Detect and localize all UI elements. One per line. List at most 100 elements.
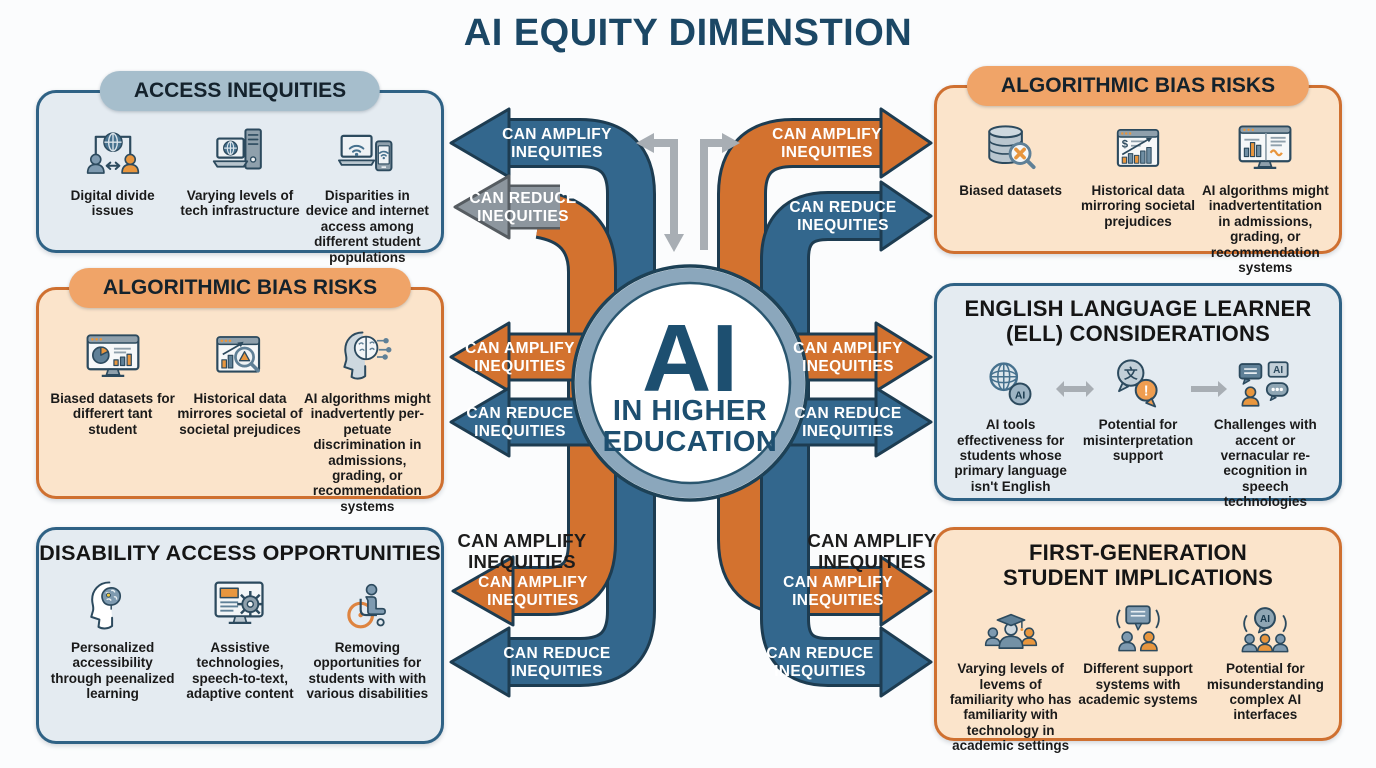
item-label: AI algorithms might inadvertently per-pe…	[303, 391, 431, 514]
box-title-line2: (ELL) CONSIDERATIONS	[1006, 320, 1270, 346]
floating-amplify-label: INEQUITIES	[818, 551, 926, 572]
translate-glyph: 文	[1124, 366, 1138, 382]
list-item: Varying levels of tech infrastructure	[176, 119, 303, 265]
box-ell-considerations: ENGLISH LANGUAGE LEARNER (ELL) CONSIDERA…	[934, 283, 1342, 509]
digital-divide-icon	[86, 132, 139, 174]
ai-glyph: AI	[1015, 391, 1026, 402]
box-disability-access-opportunities: DISABILITY ACCESS OPPORTUNITIES Personal…	[36, 527, 444, 744]
list-item: Personalized accessibility through peena…	[49, 571, 176, 702]
biased-data-monitor-icon	[86, 334, 140, 377]
center-circle: AI IN HIGHER EDUCATION	[571, 264, 809, 502]
list-item: $ Historical data mirroring societal pre…	[1074, 114, 1201, 275]
center-label-line2: IN HIGHER	[613, 395, 767, 427]
alert-glyph: !	[1144, 384, 1149, 400]
box-first-generation-implications: FIRST-GENERATION STUDENT IMPLICATIONS Va…	[934, 527, 1342, 753]
bidirectional-arrow-icon	[1055, 378, 1095, 405]
arrow-label: INEQUITIES	[781, 144, 873, 161]
item-label: Historical data mirrores societal of soc…	[177, 391, 303, 437]
historical-data-magnifier-icon	[216, 336, 261, 373]
box-title: DISABILITY ACCESS OPPORTUNITIES	[39, 541, 441, 565]
item-label: Personalized accessibility through peena…	[50, 640, 175, 702]
box-title: ENGLISH LANGUAGE LEARNER (ELL) CONSIDERA…	[937, 296, 1339, 346]
arrow-label: INEQUITIES	[802, 423, 894, 440]
right-arrow-icon	[1189, 378, 1229, 405]
dollar-chart-icon: $	[1116, 128, 1160, 167]
list-item: Biased datasets for differert tant stude…	[49, 322, 176, 514]
box-title: ALGORITHMIC BIAS RISKS	[102, 276, 378, 299]
arrow-label: CAN AMPLIFY	[783, 574, 893, 591]
item-label: AI algorithms might inadvertentitation i…	[1201, 183, 1329, 275]
arrow-pipe-left-orange	[451, 189, 617, 627]
list-item: Digital divide issues	[49, 119, 176, 265]
list-item: AI AI tools effectiveness for students w…	[947, 348, 1074, 509]
box-title-pill: ALGORITHMIC BIAS RISKS	[68, 268, 412, 308]
dollar-glyph: $	[1122, 139, 1129, 151]
floating-amplify-label: CAN AMPLIFY	[807, 530, 936, 551]
algorithm-monitor-icon	[1238, 125, 1292, 169]
box-access-inequities: ACCESS INEQUITIES Digital divide issues	[36, 71, 444, 265]
arrow-label: INEQUITIES	[802, 358, 894, 375]
arrow-label: INEQUITIES	[774, 663, 866, 680]
arrow-label: CAN REDUCE	[469, 190, 576, 207]
item-label: Digital divide issues	[70, 188, 155, 219]
box-title-line2: STUDENT IMPLICATIONS	[1002, 564, 1274, 590]
arrow-label: CAN REDUCE	[766, 645, 873, 662]
flow-elbow-arrows	[636, 133, 740, 252]
biased-database-icon	[987, 125, 1036, 170]
item-label: Biased datasets	[959, 183, 1063, 198]
list-item: 文 ! Potential for misinterpretation supp…	[1074, 348, 1201, 509]
tech-infrastructure-icon	[212, 128, 262, 170]
arrow-label: CAN REDUCE	[794, 405, 901, 422]
speech-recognition-icon: AI	[1239, 361, 1289, 407]
arrow-label: CAN REDUCE	[466, 405, 573, 422]
box-title: ALGORITHMIC BIAS RISKS	[1000, 74, 1276, 97]
brain-circuit-icon	[343, 331, 392, 380]
item-label: Potential for misinterpretation support	[1082, 417, 1194, 463]
list-item: AI algorithms might inadvertently per-pe…	[304, 322, 431, 514]
graduate-students-icon	[984, 614, 1037, 650]
item-label: Biased datasets for differert tant stude…	[50, 391, 175, 437]
ai-glyph: AI	[1260, 614, 1270, 625]
box-title-pill: ACCESS INEQUITIES	[99, 71, 381, 111]
box-title: FIRST-GENERATION STUDENT IMPLICATIONS	[937, 540, 1339, 590]
list-item: Removing opportunities for students with…	[304, 571, 431, 702]
arrow-label: INEQUITIES	[474, 358, 566, 375]
box-title-line1: ENGLISH LANGUAGE LEARNER	[964, 296, 1312, 321]
arrow-label: INEQUITIES	[511, 663, 603, 680]
arrow-label: INEQUITIES	[477, 208, 569, 225]
item-label: Potential for misunderstanding complex A…	[1206, 661, 1324, 723]
arrow-label: CAN AMPLIFY	[478, 574, 588, 591]
ai-interface-icon: AI	[1241, 607, 1289, 653]
wheelchair-icon	[347, 583, 387, 629]
list-item: Assistive technologies, speech-to-text, …	[176, 571, 303, 702]
ai-glyph: AI	[1273, 365, 1283, 376]
list-item: AI algorithms might inadvertentitation i…	[1202, 114, 1329, 275]
floating-amplify-label: INEQUITIES	[468, 551, 576, 572]
item-label: Different support systems with academic …	[1078, 661, 1198, 707]
arrow-label: CAN AMPLIFY	[772, 126, 882, 143]
box-algorithmic-bias-risks-right: ALGORITHMIC BIAS RISKS Biased datasets	[934, 66, 1342, 275]
item-label: Historical data mirroring societal preju…	[1080, 183, 1196, 229]
arrow-top-left-reduce	[453, 174, 560, 240]
translate-alert-icon: 文 !	[1117, 359, 1158, 408]
item-label: AI tools effectiveness for students whos…	[954, 417, 1067, 494]
item-label: Assistive technologies, speech-to-text, …	[186, 640, 294, 702]
arrow-labels: CAN AMPLIFY INEQUITIES CAN REDUCE INEQUI…	[457, 126, 936, 680]
floating-amplify-label: CAN AMPLIFY	[457, 530, 586, 551]
arrow-label: CAN REDUCE	[789, 199, 896, 216]
center-label-ai: AI	[642, 305, 738, 412]
box-title-line1: FIRST-GENERATION	[1029, 540, 1247, 565]
arrow-label: INEQUITIES	[511, 144, 603, 161]
item-label: Challenges with accent or vernacular re-…	[1213, 417, 1317, 510]
item-label: Removing opportunities for students with…	[306, 640, 429, 702]
item-label: Varying levels of levems of familiarity …	[949, 661, 1072, 754]
arrow-label: INEQUITIES	[487, 592, 579, 609]
arrow-label: CAN AMPLIFY	[465, 340, 575, 357]
list-item: Varying levels of levems of familiarity …	[947, 592, 1074, 753]
list-item: Biased datasets	[947, 114, 1074, 275]
list-item: Historical data mirrores societal of soc…	[176, 322, 303, 514]
page-title: AI EQUITY DIMENSTION	[463, 12, 913, 54]
arrow-label: INEQUITIES	[792, 592, 884, 609]
assistive-tech-icon	[214, 581, 264, 625]
